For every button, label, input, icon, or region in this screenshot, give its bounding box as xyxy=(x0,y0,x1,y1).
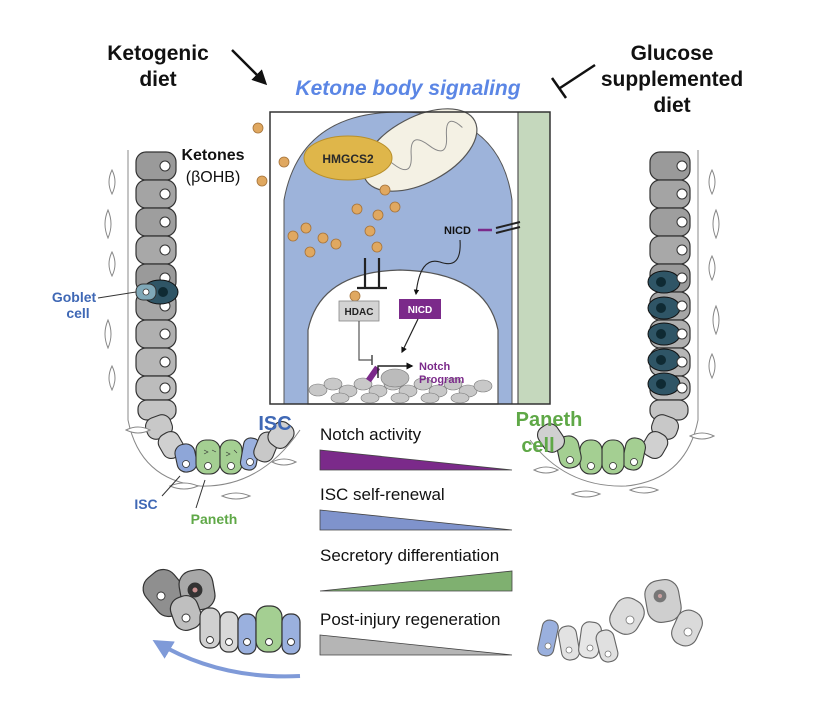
hdac-to-gene-line xyxy=(358,321,372,361)
glucose-diet-label-line2: supplemented xyxy=(601,68,743,91)
gradient-wedge-1 xyxy=(319,509,513,531)
goblet-cell-label-line1: Goblet xyxy=(52,289,97,305)
gradient-wedge-2 xyxy=(319,570,513,592)
regeneration-arrow xyxy=(152,639,301,679)
left-crypt-outline xyxy=(127,150,301,487)
paneth-cell-label-line2: cell xyxy=(521,435,554,457)
hmgcs2-label: HMGCS2 xyxy=(322,152,374,166)
ketones-label-line2: (βOHB) xyxy=(186,169,241,186)
ketone-molecules-outside xyxy=(252,122,290,187)
paneth-cell-label-line1: Paneth xyxy=(516,409,583,431)
nicd-nuclear-label: NICD xyxy=(408,305,432,316)
notch-program-line1: Notch xyxy=(419,361,450,373)
notch-gene-mark xyxy=(365,365,381,383)
nicd-translocation-arrow xyxy=(413,239,461,296)
hdac-inhibition xyxy=(357,258,387,290)
transcription-arrow xyxy=(377,362,414,378)
left-stromal-cells xyxy=(104,168,298,500)
glucose-diet-label-line3: diet xyxy=(653,94,690,117)
left-pointer-lines xyxy=(161,475,206,509)
gradient-label-1: ISC self-renewal xyxy=(320,485,445,504)
isc-label-small: ISC xyxy=(134,496,157,512)
cell-zoom-panel: HMGCS2 HDAC NICD xyxy=(269,108,551,405)
right-stromal-cells xyxy=(532,168,720,498)
left-crypt-wall-cells xyxy=(135,151,177,421)
hmgcs2-enzyme xyxy=(303,135,393,181)
center-title: Ketone body signaling xyxy=(295,77,520,100)
ketogenic-diet-label-line2: diet xyxy=(139,68,176,91)
gradient-label-3: Post-injury regeneration xyxy=(320,610,500,629)
right-crypt-wall-nuclei xyxy=(676,160,688,394)
hdac-label: HDAC xyxy=(345,307,374,318)
regenerating-epithelium xyxy=(142,568,301,655)
glucose-diet-label-line1: Glucose xyxy=(631,42,714,65)
mitochondrion xyxy=(362,108,478,192)
gradient-label-0: Notch activity xyxy=(320,425,422,444)
nicd-nuclear-box xyxy=(399,299,441,319)
chromatin xyxy=(308,368,493,404)
right-crypt-outline xyxy=(529,150,699,487)
ketone-molecules-inside xyxy=(287,184,401,302)
right-crypt xyxy=(529,150,720,498)
left-crypt xyxy=(104,150,301,500)
ketones-label-line1: Ketones xyxy=(181,147,244,164)
neighbor-cell xyxy=(518,112,550,404)
nicd-cytoplasm-label: NICD xyxy=(444,225,471,237)
impaired-epithelium xyxy=(537,579,703,663)
left-crypt-wall-nuclei xyxy=(159,160,171,394)
left-crypt-base-cells xyxy=(145,414,295,475)
gradient-wedge-3 xyxy=(319,634,513,656)
ketogenic-diet-label-line1: Ketogenic xyxy=(107,42,209,65)
notch-program-line2: Program xyxy=(419,374,464,386)
gradient-label-2: Secretory differentiation xyxy=(320,546,499,565)
paneth-label-small: Paneth xyxy=(191,511,238,527)
ketogenic-arrow xyxy=(231,49,268,86)
isc-label-large: ISC xyxy=(258,413,291,435)
notch-receptor xyxy=(495,221,521,234)
glucose-inhibition-bar xyxy=(550,63,596,99)
goblet-cell-label-line2: cell xyxy=(66,305,89,321)
nicd-to-program-arrow xyxy=(401,318,419,354)
gradient-wedge-0 xyxy=(319,449,513,471)
right-crypt-base-cells xyxy=(536,414,679,475)
